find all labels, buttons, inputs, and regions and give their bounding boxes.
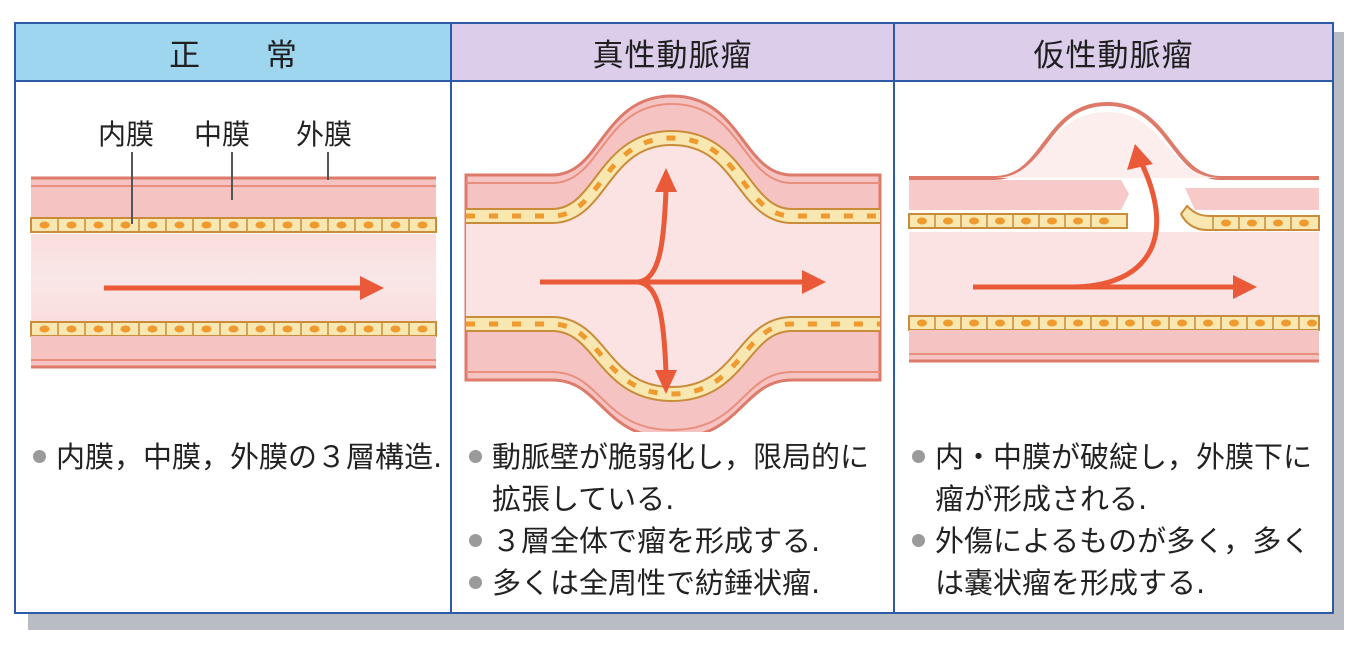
cell-nucleus (1047, 319, 1057, 327)
cell-nucleus (1281, 319, 1291, 327)
cell-nucleus (995, 319, 1005, 327)
bullet-item: 動脈壁が脆弱化し，限局的に拡張している. (466, 436, 887, 520)
cell-nucleus (1247, 219, 1257, 227)
comparison-table: 正 常 (14, 22, 1334, 614)
flow-arrow-icon (973, 144, 1257, 299)
lumen (909, 232, 1319, 316)
bullet-item: 内・中膜が破綻し，外膜下に瘤が形成される. (909, 436, 1326, 520)
cell-nucleus (1221, 219, 1231, 227)
panel-normal: 正 常 (16, 24, 450, 612)
cell-nucleus (66, 325, 77, 333)
cell-nucleus (66, 221, 77, 229)
cell-nucleus (943, 319, 953, 327)
cell-nucleus (147, 325, 158, 333)
panel-true-aneurysm: 真性動脈瘤 (450, 24, 893, 612)
cell-nucleus (969, 217, 979, 225)
cell-nucleus (1151, 319, 1161, 327)
true-aneurysm-diagram (464, 94, 882, 432)
cell-nucleus (390, 221, 401, 229)
cell-nucleus (1273, 219, 1283, 227)
cell-nucleus (363, 221, 374, 229)
bullet-item: 外傷によるものが多く，多くは嚢状瘤を形成する. (909, 520, 1326, 604)
cell-nucleus (1307, 319, 1317, 327)
panel-title-normal: 正 常 (16, 24, 450, 82)
normal-artery-diagram: 内膜 中膜 外膜 (30, 118, 437, 369)
label-intima: 内膜 (98, 118, 154, 151)
panel-title-false-aneurysm: 仮性動脈瘤 (895, 24, 1332, 82)
false-aneurysm-diagram (908, 101, 1320, 363)
cell-nucleus (1047, 217, 1057, 225)
cell-nucleus (174, 221, 185, 229)
lumen (31, 234, 436, 322)
description-list-false-aneurysm: 内・中膜が破綻し，外膜下に瘤が形成される. 外傷によるものが多く，多くは嚢状瘤を… (909, 436, 1326, 604)
cell-nucleus (995, 217, 1005, 225)
flow-arrow-icon (104, 276, 384, 300)
adventitia-bulge (909, 101, 1319, 180)
label-media: 中膜 (194, 118, 250, 151)
cell-nucleus (336, 325, 347, 333)
cell-nucleus (417, 221, 428, 229)
cell-nucleus (93, 221, 104, 229)
cell-nucleus (255, 325, 266, 333)
cell-nucleus (417, 325, 428, 333)
label-adventitia: 外膜 (296, 118, 352, 151)
cell-nucleus (174, 325, 185, 333)
cell-nucleus (1021, 319, 1031, 327)
cell-nucleus (917, 319, 927, 327)
panel-title-true-aneurysm: 真性動脈瘤 (452, 24, 893, 82)
cell-nucleus (228, 221, 239, 229)
cell-nucleus (1229, 319, 1239, 327)
vessel-wall-bottom (30, 321, 437, 369)
cell-nucleus (201, 221, 212, 229)
cell-nucleus (93, 325, 104, 333)
intima-torn-right (1179, 204, 1320, 231)
cell-nucleus (39, 325, 50, 333)
description-list-true-aneurysm: 動脈壁が脆弱化し，限局的に拡張している. ３層全体で瘤を形成する. 多くは全周性… (466, 436, 887, 604)
vessel-wall-top (30, 176, 437, 233)
bullet-item: 多くは全周性で紡錘状瘤. (466, 562, 887, 604)
cell-nucleus (1073, 319, 1083, 327)
cell-nucleus (1021, 217, 1031, 225)
cell-nucleus (39, 221, 50, 229)
cell-nucleus (147, 221, 158, 229)
panel-false-aneurysm: 仮性動脈瘤 (893, 24, 1332, 612)
cell-nucleus (309, 221, 320, 229)
cell-nucleus (1203, 319, 1213, 327)
cell-nucleus (228, 325, 239, 333)
cell-nucleus (120, 325, 131, 333)
cell-nucleus (282, 221, 293, 229)
cell-nucleus (1299, 219, 1309, 227)
cell-nucleus (1099, 217, 1109, 225)
cell-nucleus (969, 319, 979, 327)
cell-nucleus (390, 325, 401, 333)
bullet-item: ３層全体で瘤を形成する. (466, 520, 887, 562)
intima-torn-left (908, 213, 1128, 229)
aneurysm-lumen (466, 144, 880, 388)
cell-nucleus (255, 221, 266, 229)
cell-nucleus (363, 325, 374, 333)
description-list-normal: 内膜，中膜，外膜の３層構造. (30, 436, 444, 478)
cell-nucleus (917, 217, 927, 225)
bullet-item: 内膜，中膜，外膜の３層構造. (30, 436, 444, 478)
cell-nucleus (120, 221, 131, 229)
arrow-heads (655, 168, 826, 394)
cell-nucleus (1177, 319, 1187, 327)
cell-nucleus (1099, 319, 1109, 327)
cell-nucleus (1255, 319, 1265, 327)
cell-nucleus (1125, 319, 1135, 327)
cell-nucleus (309, 325, 320, 333)
cell-nucleus (336, 221, 347, 229)
cell-nucleus (1073, 217, 1083, 225)
cell-nucleus (201, 325, 212, 333)
cell-nucleus (943, 217, 953, 225)
flow-arrow-icon (540, 189, 804, 373)
cell-nucleus (282, 325, 293, 333)
